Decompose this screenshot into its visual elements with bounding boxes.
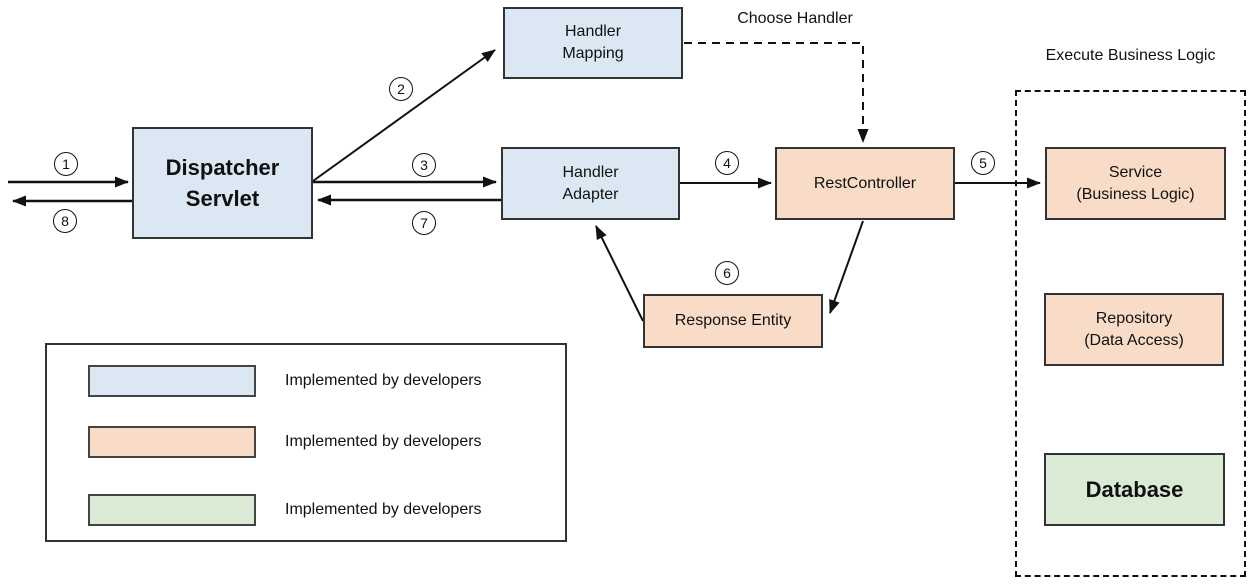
step-badge-6: 6 [715,261,739,285]
legend-swatch-orange [88,426,256,458]
node-label: Adapter [562,185,619,203]
node-label: Handler [564,23,622,40]
legend-row-blue: Implemented by developers [88,365,482,397]
node-label: Mapping [562,45,624,62]
arrow-restcontroller-to-response-entity [829,220,864,314]
step-badge-8: 8 [53,209,77,233]
step-badge-1: 1 [54,152,78,176]
node-label: Database [1085,477,1184,502]
node-label: Repository [1095,309,1173,327]
execute-business-logic-label: Execute Business Logic [1045,47,1216,64]
arrow-response-entity-to-adapter [595,225,644,322]
response-entity-node: Response Entity [643,294,823,348]
service-node: Service (Business Logic) [1045,147,1226,220]
legend-row-orange: Implemented by developers [88,426,482,458]
step-badge-4: 4 [715,151,739,175]
step-badge-3: 3 [412,153,436,177]
dispatcher-servlet-node: Dispatcher Servlet [132,127,313,239]
choose-handler-label: Choose Handler [737,10,853,27]
business-logic-group-outline [1015,90,1246,577]
dashed-choose-handler-connector [684,42,869,143]
legend: Implemented by developers Implemented by… [45,343,567,542]
node-label: (Business Logic) [1076,185,1195,203]
repository-node: Repository (Data Access) [1044,293,1224,366]
rest-controller-node: RestController [775,147,955,220]
legend-swatch-green [88,494,256,526]
step-badge-2: 2 [389,77,413,101]
step-badge-7: 7 [412,211,436,235]
node-label: Servlet [185,186,260,211]
legend-label: Implemented by developers [285,372,482,389]
database-node: Database [1044,453,1225,526]
node-label: Dispatcher [165,155,280,180]
legend-label: Implemented by developers [285,433,482,450]
node-label: RestController [813,174,917,192]
legend-swatch-blue [88,365,256,397]
legend-row-green: Implemented by developers [88,494,482,526]
handler-mapping-node: Handler Mapping [503,7,683,79]
node-label: (Data Access) [1084,331,1184,349]
handler-adapter-node: Handler Adapter [501,147,680,220]
node-label: Handler [562,163,619,181]
legend-label: Implemented by developers [285,501,482,518]
arrow-to-handler-mapping [312,49,496,182]
node-label: Response Entity [674,312,792,329]
node-label: Service [1108,163,1163,181]
step-badge-5: 5 [971,151,995,175]
